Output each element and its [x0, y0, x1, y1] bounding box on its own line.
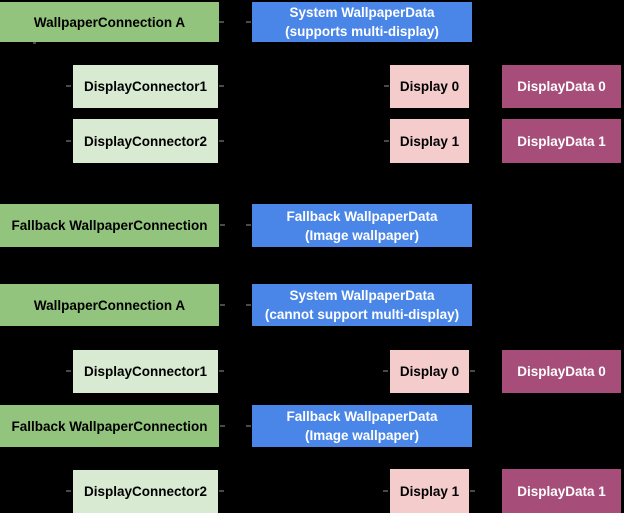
connector-stub	[219, 140, 224, 142]
node-wallpaper-connection-a-multi: WallpaperConnection A	[0, 2, 219, 42]
node-system-wallpaper-data-multi: System WallpaperData (supports multi-dis…	[252, 2, 472, 42]
connector-stub	[219, 490, 224, 492]
node-label-line2: (cannot support multi-display)	[264, 307, 460, 322]
node-label-line1: Fallback WallpaperData	[286, 208, 438, 224]
connector-stub	[383, 490, 388, 492]
node-display-1-multi: Display 1	[390, 119, 469, 163]
connector-stub	[384, 85, 389, 87]
connector-stub	[219, 85, 224, 87]
connector-stub	[219, 370, 224, 372]
node-display-data-1-single: DisplayData 1	[502, 469, 621, 513]
node-label-line1: System WallpaperData	[289, 5, 435, 20]
connector-stub	[219, 21, 224, 23]
node-display-connector-2-single: DisplayConnector2	[73, 470, 218, 513]
connector-stub	[246, 224, 251, 226]
connector-stub	[66, 490, 71, 492]
node-display-0-multi: Display 0	[390, 65, 469, 108]
connector-stub	[470, 490, 475, 492]
node-display-connector-1-multi: DisplayConnector1	[73, 65, 218, 108]
node-fallback-wallpaper-connection-single: Fallback WallpaperConnection	[0, 405, 219, 447]
node-label-line2: (Image wallpaper)	[304, 428, 420, 443]
node-system-wallpaper-data-single: System WallpaperData (cannot support mul…	[252, 284, 472, 326]
connector-stub	[246, 21, 251, 23]
node-display-1-single: Display 1	[390, 469, 469, 513]
node-label-line2: (Image wallpaper)	[304, 227, 420, 243]
connector-stub	[220, 224, 225, 226]
connector-stub	[220, 304, 225, 306]
node-label-line1: System WallpaperData	[289, 288, 435, 303]
connector-stub	[470, 370, 475, 372]
connector-stub	[246, 304, 251, 306]
node-fallback-wallpaper-data-single: Fallback WallpaperData (Image wallpaper)	[252, 405, 472, 447]
node-fallback-wallpaper-connection-multi: Fallback WallpaperConnection	[0, 204, 219, 247]
connector-stub	[383, 370, 388, 372]
node-display-data-0-single: DisplayData 0	[502, 350, 621, 393]
node-label-line1: Fallback WallpaperData	[286, 409, 438, 424]
node-display-data-1-multi: DisplayData 1	[502, 119, 621, 163]
connector-stub	[66, 85, 71, 87]
node-wallpaper-connection-a-single: WallpaperConnection A	[0, 284, 219, 326]
connector-stub	[66, 140, 71, 142]
node-fallback-wallpaper-data-multi: Fallback WallpaperData (Image wallpaper)	[252, 204, 472, 247]
node-display-connector-1-single: DisplayConnector1	[73, 350, 218, 393]
connector-stub	[33, 42, 36, 44]
connector-stub	[66, 370, 71, 372]
node-label-line2: (supports multi-display)	[285, 24, 439, 39]
node-display-connector-2-multi: DisplayConnector2	[73, 119, 218, 163]
connector-stub	[220, 425, 225, 427]
node-display-0-single: Display 0	[390, 350, 469, 393]
node-display-data-0-multi: DisplayData 0	[502, 65, 621, 108]
connector-stub	[246, 425, 251, 427]
connector-stub	[384, 140, 389, 142]
